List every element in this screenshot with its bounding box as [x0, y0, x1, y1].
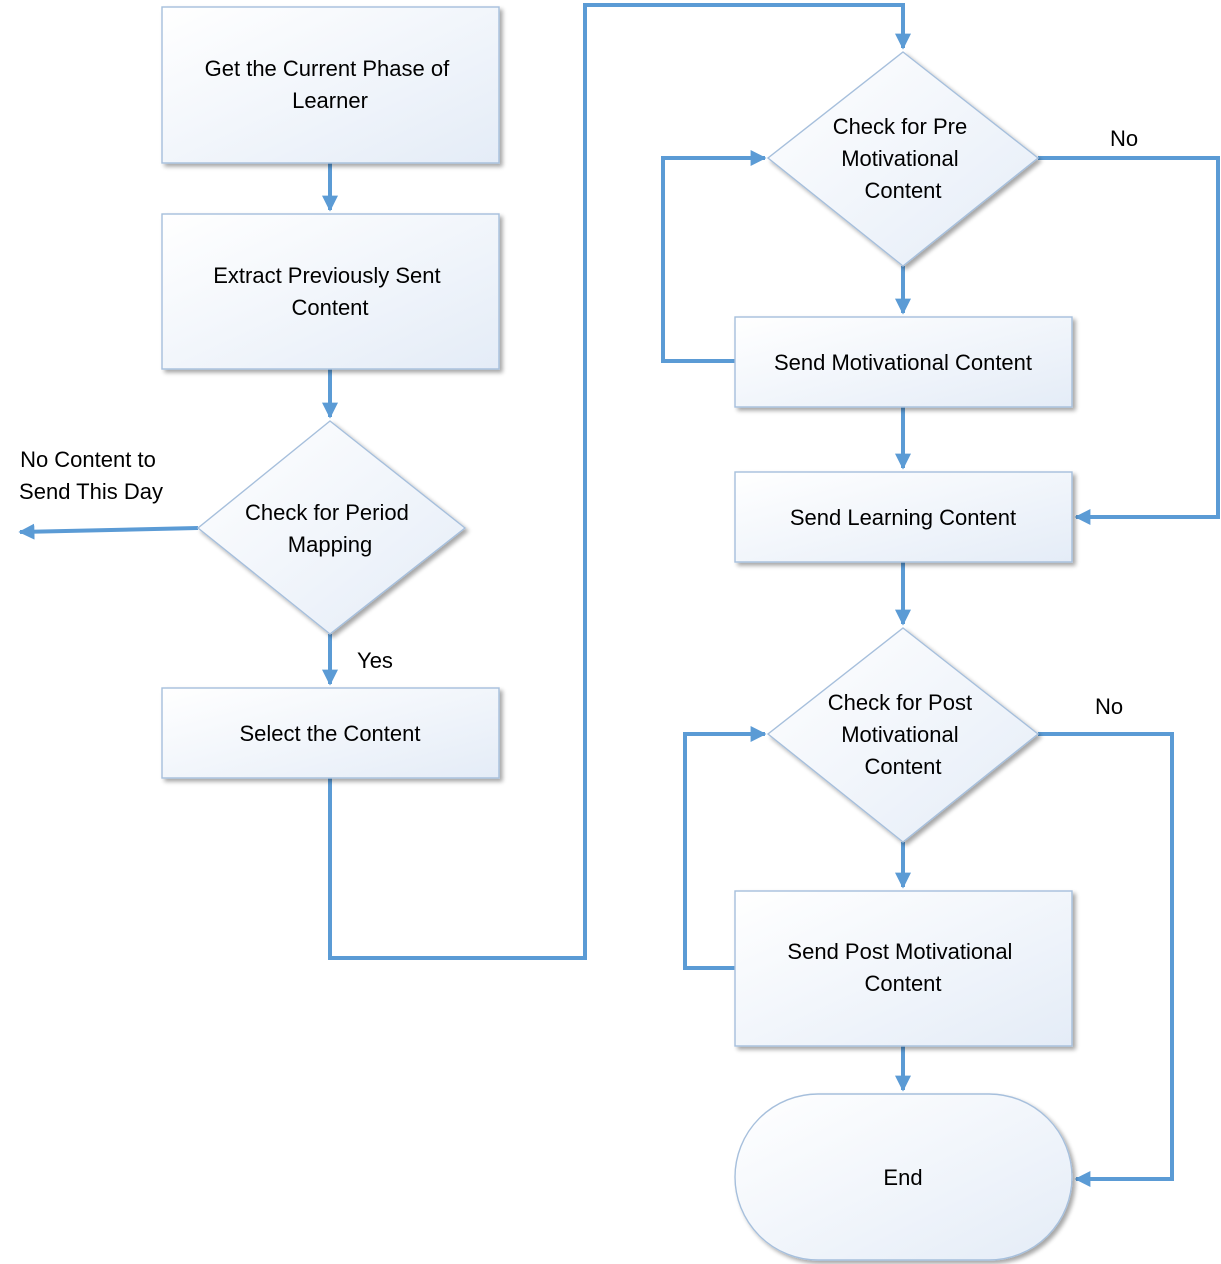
node-label-line: Send Post Motivational	[787, 939, 1012, 964]
node-end: End	[734, 1093, 1073, 1261]
node-label-line: Check for Period	[245, 500, 409, 525]
connector-pre-check-no	[1038, 156, 1220, 525]
node-get-phase: Get the Current Phase of Learner	[161, 6, 500, 164]
svg-text:Send Post Motivational: Send Post Motivational Content	[787, 939, 1018, 996]
nodes: Get the Current Phase of Learner Extract…	[161, 6, 1073, 1261]
node-label-line: Content	[864, 178, 941, 203]
node-label-line: Content	[864, 754, 941, 779]
connector-send-motivational-loop	[661, 150, 767, 363]
label-pre-no: No	[1110, 126, 1138, 151]
node-label-line: End	[883, 1165, 922, 1190]
decision-diamond	[766, 51, 1040, 267]
node-label-line: Motivational	[841, 146, 958, 171]
connector-period-check-no-content	[18, 523, 199, 540]
label-no-content: No Content to Send This Day	[19, 447, 163, 504]
node-select-content: Select the Content	[161, 687, 500, 779]
svg-text:Check for Period Mappi: Check for Period Mapping	[245, 500, 415, 557]
svg-text:Send Learning Content: Send Learning Content	[790, 505, 1016, 530]
decision-diamond	[766, 627, 1040, 843]
process-box	[734, 471, 1073, 563]
node-label-line: Extract Previously Sent	[213, 263, 440, 288]
svg-text:Extract Previously Sent: Extract Previously Sent Content	[213, 263, 447, 320]
label-yes: Yes	[357, 648, 393, 673]
process-box	[734, 316, 1073, 408]
connector-select-to-pre-check	[328, 3, 911, 960]
edge-label-line: Send This Day	[19, 479, 163, 504]
svg-text:Send Motivational Content: Send Motivational Content	[774, 350, 1032, 375]
node-label-line: Send Learning Content	[790, 505, 1016, 530]
node-send-motivational: Send Motivational Content	[734, 316, 1073, 408]
process-box	[734, 890, 1073, 1047]
node-check-pre: Check for Pre Motivational Content	[766, 51, 1040, 267]
node-label-line: Check for Pre	[833, 114, 968, 139]
process-box	[161, 213, 500, 370]
connector-send-post-loop	[683, 726, 767, 970]
node-send-learning: Send Learning Content	[734, 471, 1073, 563]
label-post-no: No	[1095, 694, 1123, 719]
node-label-line: Send Motivational Content	[774, 350, 1032, 375]
node-label-line: Get the Current Phase of	[205, 56, 450, 81]
node-label-line: Learner	[292, 88, 368, 113]
svg-text:Check for Pre Motivati: Check for Pre Motivational Content	[833, 114, 974, 203]
terminator	[734, 1093, 1073, 1261]
svg-text:Check for Post Motivat: Check for Post Motivational Content	[828, 690, 978, 779]
edge-labels: No Content to Send This Day Yes No No	[19, 126, 1138, 719]
node-check-post: Check for Post Motivational Content	[766, 627, 1040, 843]
edge-label-line: No Content to	[20, 447, 156, 472]
node-send-post: Send Post Motivational Content	[734, 890, 1073, 1047]
process-box	[161, 687, 500, 779]
node-label-line: Motivational	[841, 722, 958, 747]
node-label-line: Check for Post	[828, 690, 972, 715]
connectors	[18, 3, 1220, 1187]
node-label-line: Select the Content	[239, 721, 420, 746]
decision-diamond	[196, 420, 467, 635]
node-label-line: Mapping	[288, 532, 372, 557]
connector-post-check-no	[1038, 732, 1174, 1187]
svg-text:End: End	[883, 1165, 922, 1190]
node-check-period: Check for Period Mapping	[196, 420, 467, 635]
node-extract-sent: Extract Previously Sent Content	[161, 213, 500, 370]
node-label-line: Content	[291, 295, 368, 320]
svg-text:Get the Current Phase of: Get the Current Phase of Learner	[205, 56, 456, 113]
process-box	[161, 6, 500, 164]
svg-text:Select the Content: Select the Content	[239, 721, 420, 746]
node-label-line: Content	[864, 971, 941, 996]
